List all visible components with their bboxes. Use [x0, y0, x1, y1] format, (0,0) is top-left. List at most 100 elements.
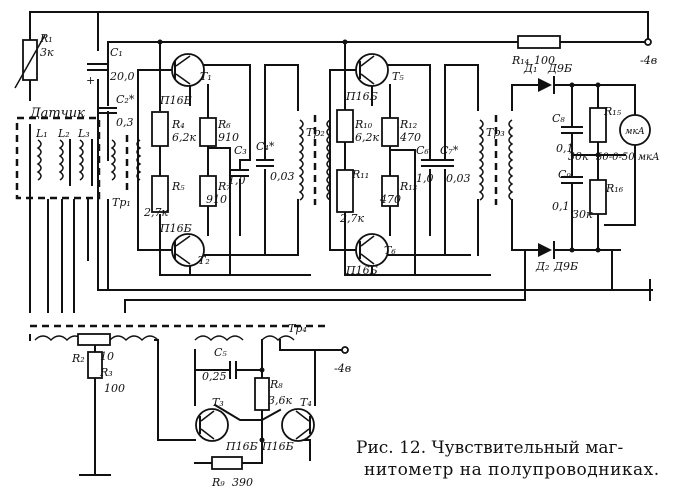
l1-coil: [36, 139, 42, 181]
label-c6: C₆: [416, 144, 429, 157]
tr4-coil-2: [109, 335, 159, 342]
label-c2-val: 0,3: [116, 116, 134, 129]
label-c1: C₁: [110, 46, 123, 59]
label-tr2: Tp₂: [306, 126, 325, 139]
tr3-winding-2: [508, 119, 514, 201]
label-t2-type: П16Б: [159, 222, 192, 235]
label-r13: R₁₃: [399, 180, 417, 193]
label-t4-type: П16Б: [261, 440, 294, 453]
label-supply2: -4в: [334, 362, 351, 375]
label-r2: R₂: [71, 352, 85, 365]
label-t6-type: П16Б: [345, 264, 378, 277]
tr2-winding-2: [326, 119, 332, 201]
label-r15-val: 30к: [568, 150, 589, 163]
label-r4-val: 6,2к: [172, 131, 196, 144]
label-t4: T₄: [300, 396, 312, 409]
r15-resistor: [589, 107, 607, 143]
label-r10-val: 6,2к: [355, 131, 379, 144]
d1-diode: [538, 78, 552, 92]
r4-resistor: [151, 111, 169, 147]
label-r12-val: 470: [399, 131, 421, 144]
t4-transistor: [281, 408, 315, 442]
r16-resistor: [589, 179, 607, 215]
label-r6-val: 910: [218, 131, 239, 144]
label-r6: R₆: [217, 118, 231, 131]
label-r1-val: 3к: [40, 46, 54, 59]
label-meter-range: 50-0-50 мкА: [596, 152, 660, 163]
sensor-box: [15, 116, 101, 200]
label-r16: R₁₆: [605, 182, 624, 195]
microammeter: [619, 114, 651, 146]
label-meter: мкА: [625, 127, 645, 137]
r3-resistor: [87, 351, 103, 379]
t5-transistor: [355, 53, 389, 87]
label-r11: R₁₁: [351, 168, 369, 181]
label-supply: -4в: [640, 54, 657, 67]
label-r11-val: 2,7к: [339, 212, 364, 225]
label-c7-val: 0,03: [446, 172, 471, 185]
r9-resistor: [211, 456, 243, 470]
labels: R₁ 3к C₁ 20,0 + C₂* 0,3 Датчик L₁ L₂ L₃ …: [29, 32, 660, 489]
t3-transistor: [195, 408, 229, 442]
t6-transistor: [355, 233, 389, 267]
label-l2: L₂: [57, 127, 70, 140]
r12-resistor: [381, 117, 399, 147]
label-t6: T₆: [384, 244, 396, 257]
label-c6-val: 1,0: [416, 172, 434, 185]
r13-resistor: [381, 175, 399, 207]
label-r14: R₁₄: [511, 54, 529, 67]
label-c5-val: 0,25: [202, 370, 227, 383]
r14-resistor: [517, 35, 561, 49]
label-r8: R₈: [269, 378, 283, 391]
r2-resistor: [77, 333, 111, 346]
label-r1: R₁: [39, 32, 53, 45]
l2-coil: [58, 139, 64, 181]
label-c9-val: 0,1: [552, 200, 570, 213]
l3-coil: [78, 139, 84, 181]
label-tr1: Tp₁: [112, 196, 131, 209]
label-c5: C₅: [214, 346, 227, 359]
tr1-winding: [110, 139, 116, 181]
label-t5: T₅: [392, 70, 404, 83]
label-tr3: Tp₃: [486, 126, 505, 139]
label-c3: C₃: [234, 144, 247, 157]
r7-resistor: [199, 175, 217, 207]
t1-transistor: [171, 53, 205, 87]
label-c3-val: 1,0: [228, 174, 246, 187]
label-t5-type: П16Б: [345, 90, 378, 103]
label-r3: R₃: [99, 366, 113, 379]
tr2-winding: [298, 119, 304, 201]
label-r9: R₉: [211, 476, 225, 489]
label-r14-val: 100: [534, 54, 555, 67]
r11-resistor: [336, 169, 354, 213]
label-d1: Д₁: [523, 62, 537, 75]
label-l1: L₁: [35, 127, 48, 140]
caption-line-2: нитометр на полупроводниках.: [364, 460, 660, 480]
label-sensor: Датчик: [29, 106, 85, 121]
label-r12: R₁₂: [399, 118, 417, 131]
t2-transistor: [171, 233, 205, 267]
label-r9-val: 390: [232, 476, 253, 489]
label-c7: C₇*: [440, 144, 459, 157]
tr4-coil-3: [194, 335, 244, 342]
label-r2-val: 10: [100, 350, 114, 363]
label-c1-val: 20,0: [109, 70, 135, 83]
tr4-coil-4: [261, 335, 295, 342]
label-r5-val: 2,7к: [143, 206, 168, 219]
label-r4: R₄: [171, 118, 185, 131]
label-r7-val: 910: [206, 193, 227, 206]
label-d2-type: Д9Б: [553, 260, 578, 273]
label-r15: R₁₅: [603, 105, 622, 118]
label-t3-type: П16Б: [225, 440, 258, 453]
label-r16-val: 30к: [572, 208, 593, 221]
label-r5: R₅: [171, 180, 185, 193]
tr4-coil-1: [34, 335, 84, 342]
caption-line-1: Рис. 12. Чувствительный маг-: [356, 438, 624, 458]
d2-diode: [538, 243, 552, 257]
label-r10: R₁₀: [354, 118, 373, 131]
components: [14, 34, 652, 470]
label-t1-type: П16Б: [159, 94, 192, 107]
label-c9: C₉: [558, 168, 571, 181]
